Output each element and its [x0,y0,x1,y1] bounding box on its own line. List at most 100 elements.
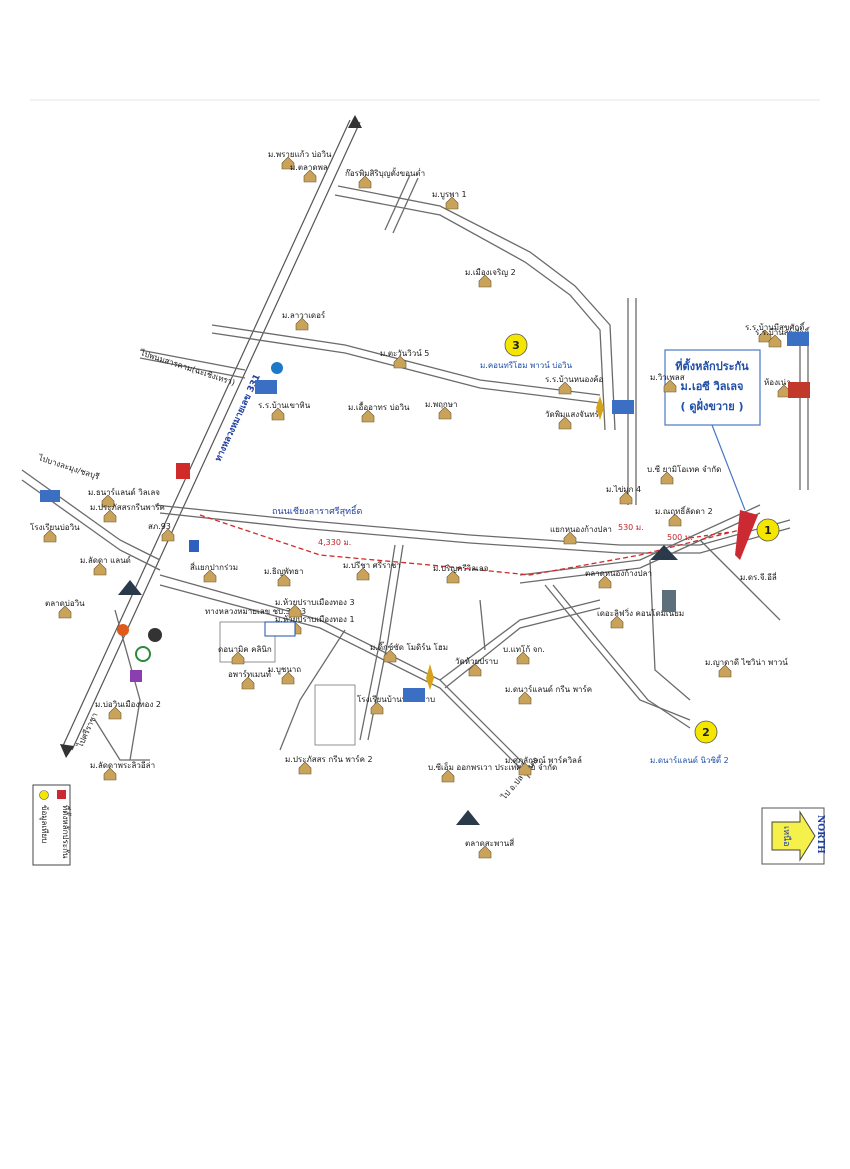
place-2: ก๊อรพิมสิริบุญตั้งขอนต่ำ [345,167,425,189]
place-18: ม.ณฤทธิ์ลัดดา 2 [655,505,713,527]
legend: ที่ตั้งหลักประกัน ข้อมูลเทียบ [32,784,72,866]
place-label: ม.ดิ๊กซ์ซัด โมดิร์น โฮม [370,641,448,652]
house-icon [468,663,482,677]
place-38: ม.ประภัสสรกรีนพาร์ค [90,502,165,523]
places-layer: ม.พรายแก้ว บ่อวินม.ตลาดพลก๊อรพิมสิริบุญต… [30,150,811,859]
place-20: ตลาดหนองก้างปลา [585,569,652,589]
marker-2-number: 2 [702,726,710,739]
house-icon [101,494,115,508]
place-5: ม.ลาวาเดอร์ [282,310,326,331]
marker-2: 2 ม.ดนาร์แลนด์ นิวซิตี้ 2 [650,720,729,765]
place-label: ม.เมืองเจริญ 2 [465,268,516,277]
place-label: ม.บูชนาถ [268,665,301,675]
house-icon [768,334,782,348]
house-icon [281,156,295,170]
place-10: ร.ร.บ้านหนองค้อ [545,375,604,395]
place-label: วัดห้วยปราบ [455,657,498,666]
house-icon [619,491,633,505]
place-label: ม.ปรีชา ศรีราชา [343,561,401,570]
place-0: ม.พรายแก้ว บ่อวิน [268,150,332,170]
place-11: วัดพิมแสงจันทร์ [545,409,600,430]
place-36: ตลาดสะพานสี่ [465,837,514,859]
place-8: ม.เอื้ออาทร บ่อวิน [348,401,410,423]
place-label: ม.ศุภลักษณ์ พาร์ควิลล์ [505,755,582,765]
marker-1-number: 1 [764,524,772,537]
place-4: ม.เมืองเจริญ 2 [465,268,516,288]
house-icon [298,761,312,775]
place-label: ม.ลัดดาพระลิวอีล่า [90,761,155,770]
house-icon [241,676,255,690]
house-icon [663,379,677,393]
place-25: ม.ธิญพัทธา [264,567,303,587]
house-icon [516,651,530,665]
place-label: ก๊อรพิมสิริบุญตั้งขอนต่ำ [345,167,425,178]
place-label: ม.ประภัสสร กรีน พาร์ค 2 [285,754,373,764]
place-label: ม.พรายแก้ว บ่อวิน [268,150,332,159]
place-21: เดอะลิฟวิ่ง คอนโดมิเนียม [597,607,684,629]
place-label: ม.ณฤทธิ์ลัดดา 2 [655,505,713,516]
distance-label-4330: 4,330 ม. [318,538,351,547]
house-icon [598,575,612,589]
place-19: แยกหนองก้างปลา [550,525,612,545]
house-icon [161,528,175,542]
callout-line2: ม.เอซี วิลเลจ [681,380,744,393]
house-icon [393,355,407,369]
place-16: บ.ซี ยามิโอเทค จำกัด [647,464,721,485]
place-32: โรงเรียนบ้านห้วยปราบ [357,694,435,715]
place-label: ม.ธนาร์แลนด์ วิลเลจ [88,487,160,497]
factory-icon [662,382,810,612]
place-28: ม.ดิ๊กซ์ซัด โมดิร์น โฮม [370,641,448,663]
house-icon [518,691,532,705]
place-label: ร.ร.บ้านเขาหิน [258,401,311,410]
house-icon [288,604,302,618]
place-label: ม.ปริญครีวิลเลจ [433,564,489,573]
bank-icon [130,463,199,682]
place-label: ม.ตะวันวิวน์ 5 [380,348,429,358]
callout-box: ที่ตั้งหลักประกัน ม.เอซี วิลเลจ ( ดูฝั่ง… [664,349,761,511]
place-47: อพาร์ทเมนท์ [228,669,271,690]
marker-1: 1 ม.ดร.จี.อีลี่ [740,518,780,582]
place-42: สี่แยกปากร่วม [190,561,238,583]
place-label: ร.ร.บ้านมีสุขศักดิ์ [745,321,806,332]
place-label: ตลาดสะพานสี่ [465,837,514,848]
legend-item1: ที่ตั้งหลักประกัน [61,805,72,859]
place-31: ม.ดนาร์แลนด์ กรีน พาร์ค [505,684,592,705]
house-icon [478,845,492,859]
place-24: ม.ปรีชา ศรีราชา [343,561,401,581]
place-label: ม.ลาวาเดอร์ [282,310,326,320]
place-39: โรงเรียนบ่อวิน [30,522,80,543]
house-icon [610,615,624,629]
place-37: ม.ธนาร์แลนด์ วิลเลจ [88,487,160,508]
house-icon [281,671,295,685]
house-icon [478,274,492,288]
place-label: ม.ลัดดา แลนด์ [80,555,131,565]
house-icon [358,175,372,189]
place-label: ม.ญาดาดี ไซวิน่า พาวน์ [705,657,788,667]
place-label: ดอนามิค คลินิก [218,645,272,654]
pagoda-icon [118,545,678,825]
place-44: ม.ลัดดาพระลิวอีล่า [90,761,155,781]
house-icon [356,567,370,581]
north-word: เหนือ [781,826,792,847]
house-icon [43,529,57,543]
place-label: เดอะลิฟวิ่ง คอนโดมิเนียม [597,607,684,618]
house-icon [277,573,291,587]
market-icon [264,621,296,637]
house-icon [383,649,397,663]
place-label: ม.ห้วยปราบเมืองทอง 3 [275,598,355,607]
house-icon [441,769,455,783]
place-label: ม.วิวเพลส [650,373,685,382]
place-26: ม.ห้วยปราบเมืองทอง 3 [275,598,355,618]
highway-331 [60,115,362,758]
place-label: ม.บูรพา 1 [432,190,467,200]
gas-station-icon [117,362,283,636]
distance-label-500: 500 ม. [667,533,693,542]
house-icon [231,651,245,665]
place-13: ร.ร.บ้านสุขศักดิ์ [755,326,811,348]
place-label: ม.ประภัสสรกรีนพาร์ค [90,502,165,512]
subject-property-marker [735,510,758,560]
callout-line3: ( ดูฝั่งขวาย ) [681,398,744,414]
place-label: บ.แทโก้ จก. [503,644,545,654]
place-label: ม.บ่อวินเมืองทอง 2 [95,700,161,709]
place-6: ม.ตะวันวิวน์ 5 [380,348,429,369]
